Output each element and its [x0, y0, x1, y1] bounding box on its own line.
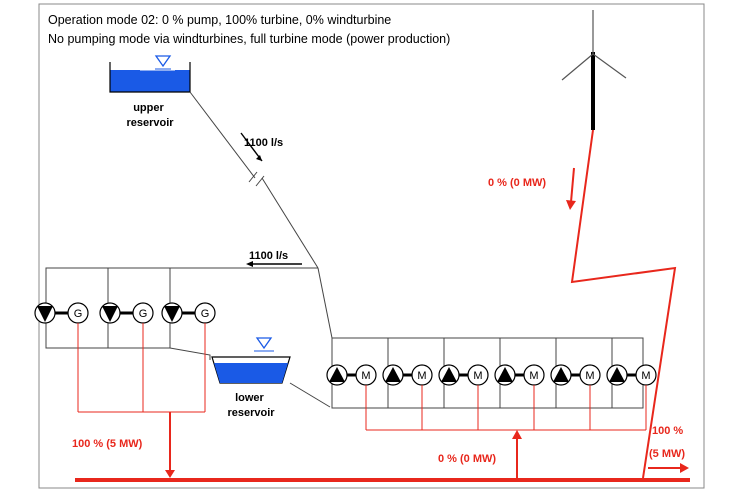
pump-5-icon	[553, 367, 569, 382]
turbine-outlet	[169, 347, 211, 360]
penstock-upper	[189, 91, 256, 179]
lower-reservoir-label-l2: reservoir	[227, 407, 275, 419]
grid-to-pumps-arrow	[512, 430, 522, 478]
turbine-generator-3: G	[161, 302, 216, 324]
lower-reservoir-label-l1: lower	[235, 392, 264, 404]
return-flow-arrow	[246, 261, 302, 267]
generator-1-label: G	[74, 308, 83, 320]
turbine-generator-1: G	[34, 302, 89, 324]
wind-flow-arrow	[566, 167, 576, 210]
turbine-1-icon	[37, 306, 53, 322]
wind-power-line	[570, 129, 677, 479]
pump-4-icon	[497, 367, 513, 382]
return-flow-label: 1100 l/s	[249, 250, 288, 262]
lower-reservoir-label: lower reservoir	[227, 392, 275, 419]
penstock-valve-b	[255, 175, 265, 187]
lower-reservoir	[211, 337, 331, 408]
pump-motor-1: M	[326, 364, 377, 386]
generator-3-label: G	[201, 308, 210, 320]
penstock-valve-a	[248, 171, 258, 183]
pump-6-icon	[609, 367, 625, 382]
upper-reservoir	[109, 55, 191, 93]
lower-reservoir-pipe	[289, 382, 331, 408]
penstock-to-pumps	[317, 267, 333, 339]
turbine-generator-2: G	[99, 302, 154, 324]
generator-to-grid-arrow	[165, 412, 175, 478]
turbine-blade-left	[561, 53, 594, 81]
upper-reservoir-label: upper reservoir	[126, 102, 174, 129]
motor-3-label: M	[473, 370, 482, 382]
upper-reservoir-label-l2: reservoir	[126, 117, 174, 129]
wind-power-label: 0 % (0 MW)	[488, 177, 546, 189]
output-percent-label: 100 %	[652, 425, 683, 437]
diagram-border	[38, 3, 705, 489]
gen-grid-arrowhead	[165, 470, 175, 478]
upper-reservoir-basin	[109, 62, 191, 93]
motor-2-label: M	[417, 370, 426, 382]
penstock-flow-arrow	[240, 132, 263, 162]
penstock-flow-label: 1100 l/s	[244, 137, 283, 149]
pump-motor-5: M	[550, 364, 601, 386]
pump-motor-3: M	[438, 364, 489, 386]
pump-motor-2: M	[382, 364, 433, 386]
motor-power-lines	[365, 385, 647, 431]
upper-water-level-icon	[154, 55, 172, 68]
penstock	[46, 91, 333, 339]
generator-power-lines	[77, 323, 206, 413]
penstock-lower	[261, 177, 319, 269]
pump-motor-6: M	[606, 364, 657, 386]
upper-reservoir-water	[110, 70, 190, 92]
pump-1-icon	[329, 367, 345, 382]
motor-4-label: M	[529, 370, 538, 382]
motor-1-label: M	[361, 370, 370, 382]
lower-water-level-icon	[255, 337, 273, 350]
penstock-arrow-shaft	[240, 132, 263, 162]
motor-5-label: M	[585, 370, 594, 382]
pump-3-icon	[441, 367, 457, 382]
turbine-3-icon	[164, 306, 180, 322]
pump-power-label: 0 % (0 MW)	[438, 453, 496, 465]
wind-arrowhead	[566, 200, 576, 210]
motor-6-label: M	[641, 370, 650, 382]
grid-output-arrow	[648, 463, 689, 473]
output-mw-label: (5 MW)	[649, 448, 685, 460]
diagram-title: Operation mode 02: 0 % pump, 100% turbin…	[48, 13, 392, 27]
upper-reservoir-label-l1: upper	[133, 102, 164, 114]
pump-motor-4: M	[494, 364, 545, 386]
turbine-blade-right	[592, 53, 627, 79]
pump-feed-arrowhead	[512, 430, 522, 439]
pump-2-icon	[385, 367, 401, 382]
return-arrowhead	[246, 261, 253, 267]
lower-reservoir-water	[214, 363, 288, 383]
turbine-power-label: 100 % (5 MW)	[72, 438, 143, 450]
wind-turbine	[561, 10, 627, 130]
diagram-subtitle: No pumping mode via windturbines, full t…	[48, 32, 451, 46]
turbine-2-icon	[102, 306, 118, 322]
wind-arrow-shaft	[570, 167, 575, 203]
generator-2-label: G	[139, 308, 148, 320]
penstock-arrowhead	[256, 155, 262, 161]
output-arrowhead	[680, 463, 689, 473]
